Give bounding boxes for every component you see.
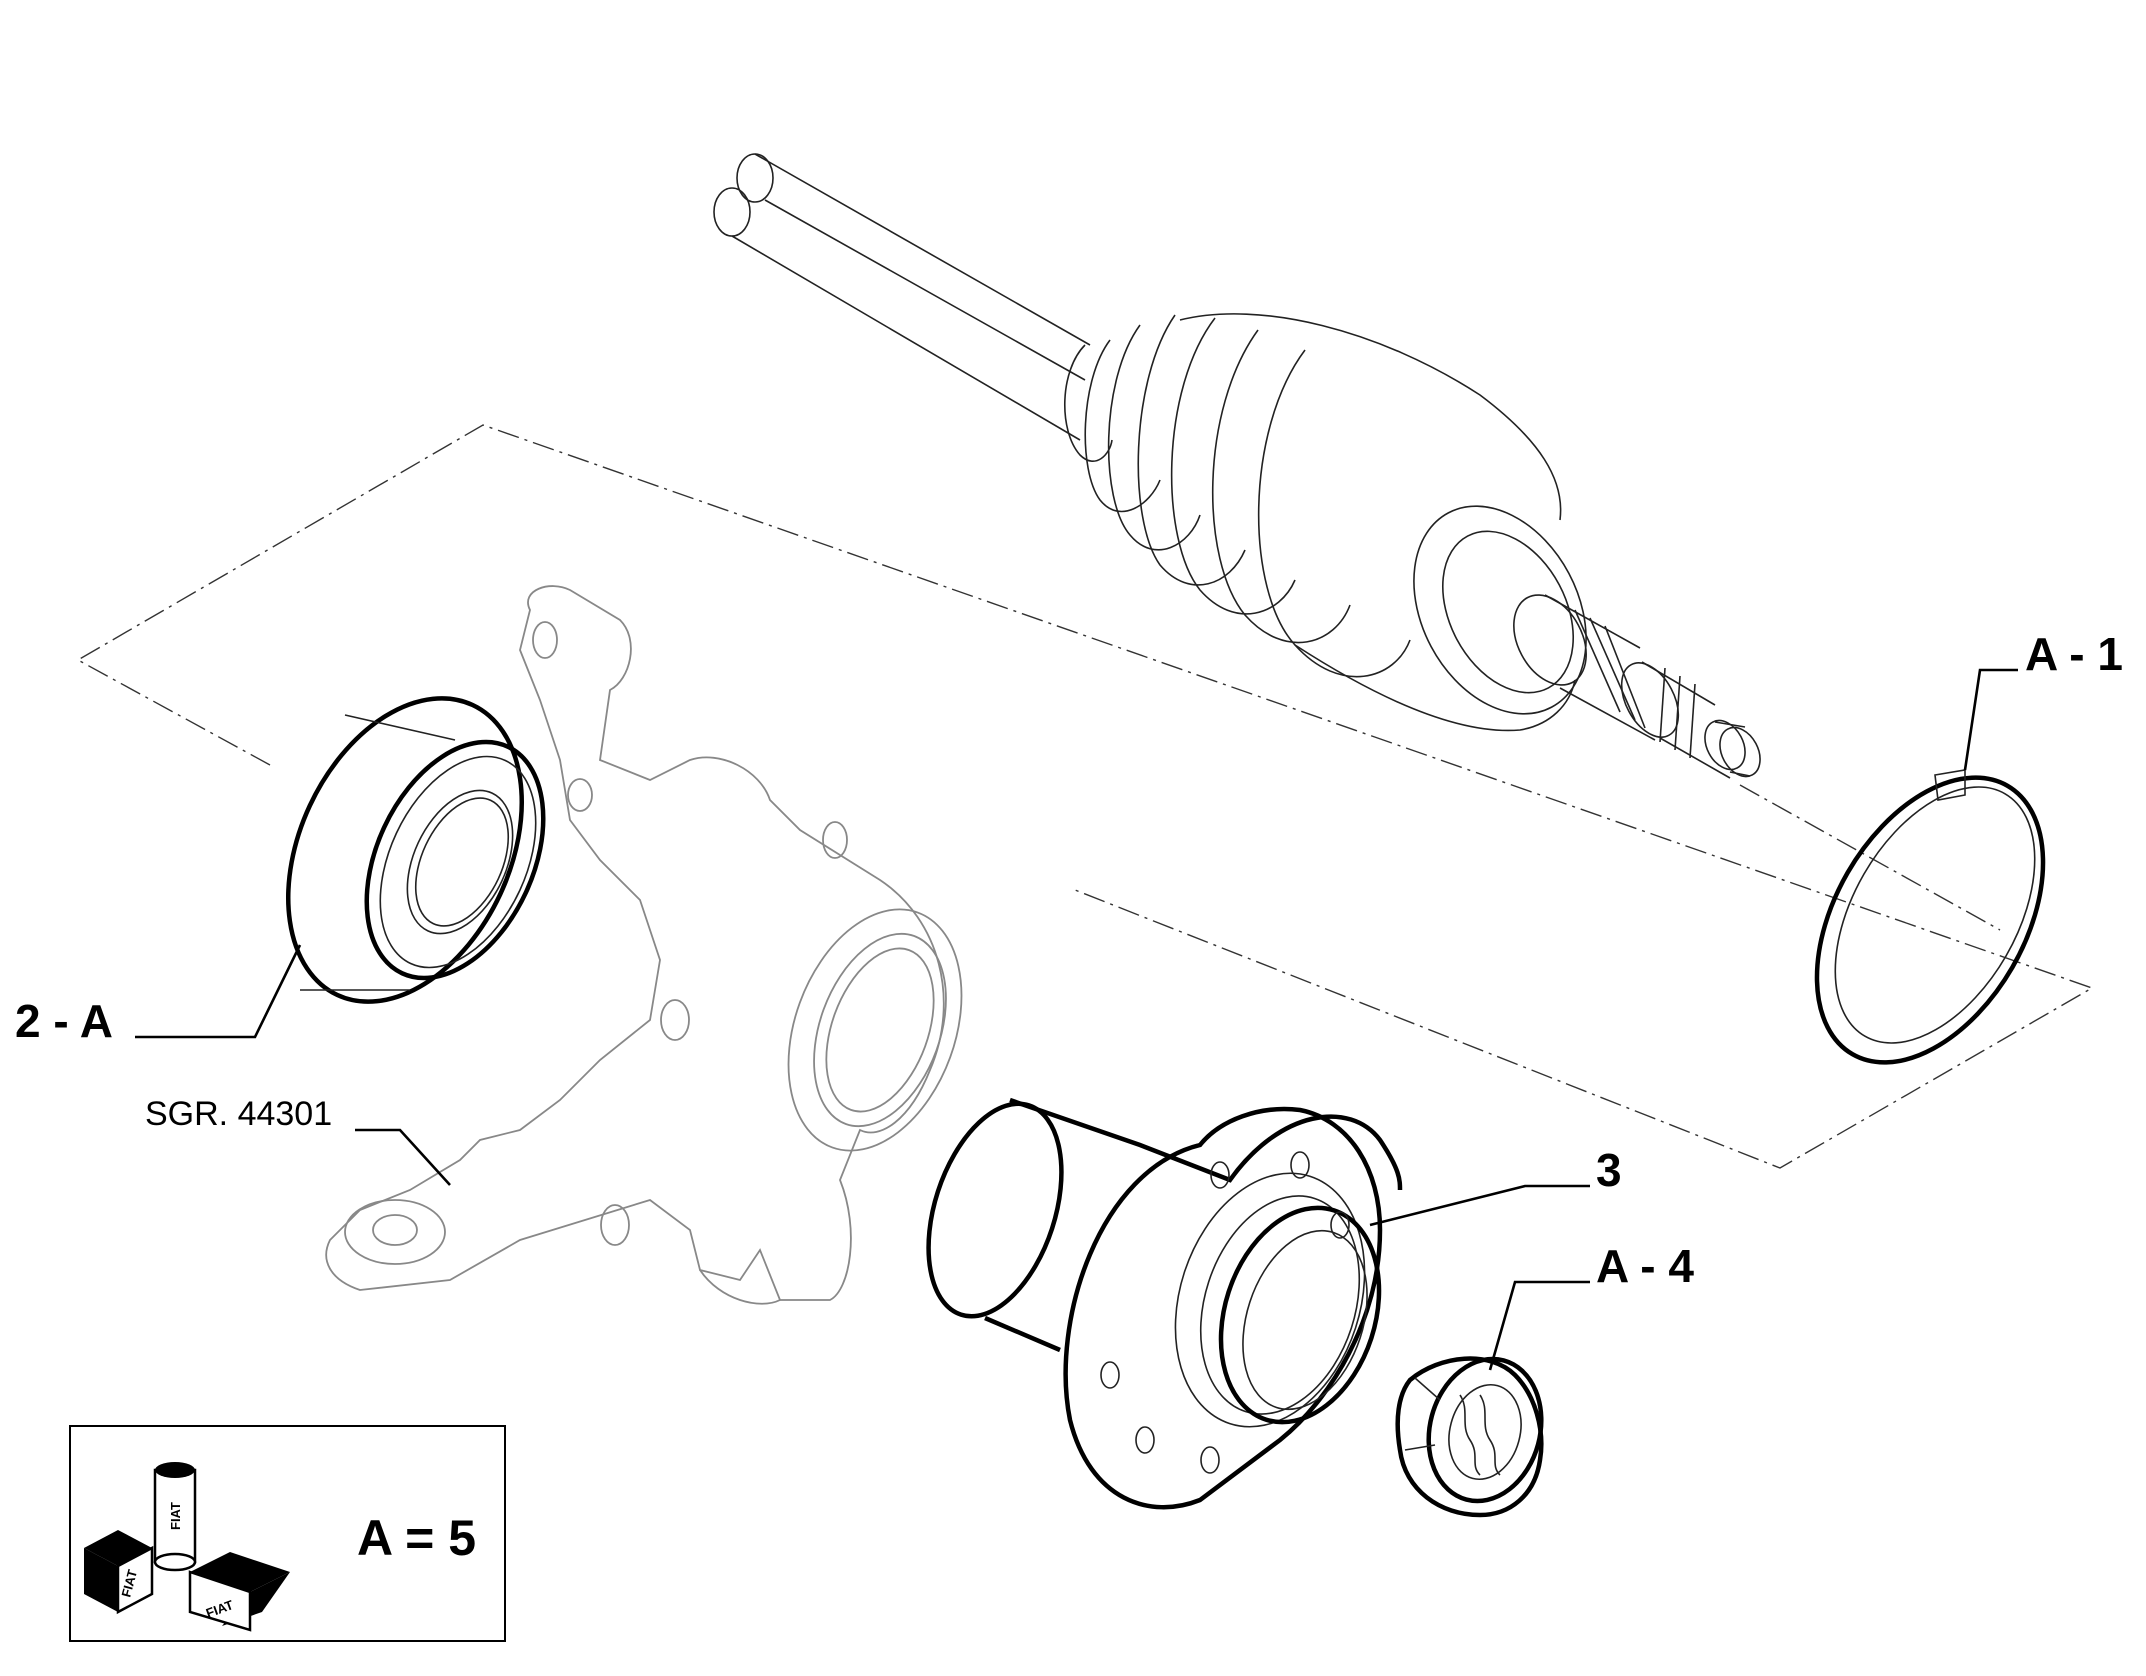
kit-legend: FIAT FIAT FIAT A = 5	[69, 1425, 506, 1642]
hub-nut	[1395, 1356, 1544, 1518]
callout-a-1: A - 1	[2025, 628, 2123, 680]
wheel-hub	[926, 1097, 1403, 1510]
fiat-kit-boxes-icon: FIAT FIAT FIAT	[84, 1462, 290, 1632]
reference-sgr: SGR. 44301	[145, 1095, 332, 1133]
kit-quantity-label: A = 5	[357, 1510, 476, 1566]
callout-3: 3	[1596, 1144, 1622, 1196]
svg-text:FIAT: FIAT	[118, 1568, 140, 1599]
wheel-bearing	[286, 696, 546, 1004]
circlip	[1814, 769, 2046, 1065]
callout-2-a: 2 - A	[15, 995, 113, 1047]
leader-lines	[135, 668, 2018, 1371]
assembly-boundary	[76, 424, 2094, 1169]
callout-a-4: A - 4	[1596, 1240, 1694, 1292]
svg-text:FIAT: FIAT	[168, 1502, 183, 1530]
steering-knuckle	[325, 585, 963, 1305]
drive-shaft	[713, 153, 1761, 779]
